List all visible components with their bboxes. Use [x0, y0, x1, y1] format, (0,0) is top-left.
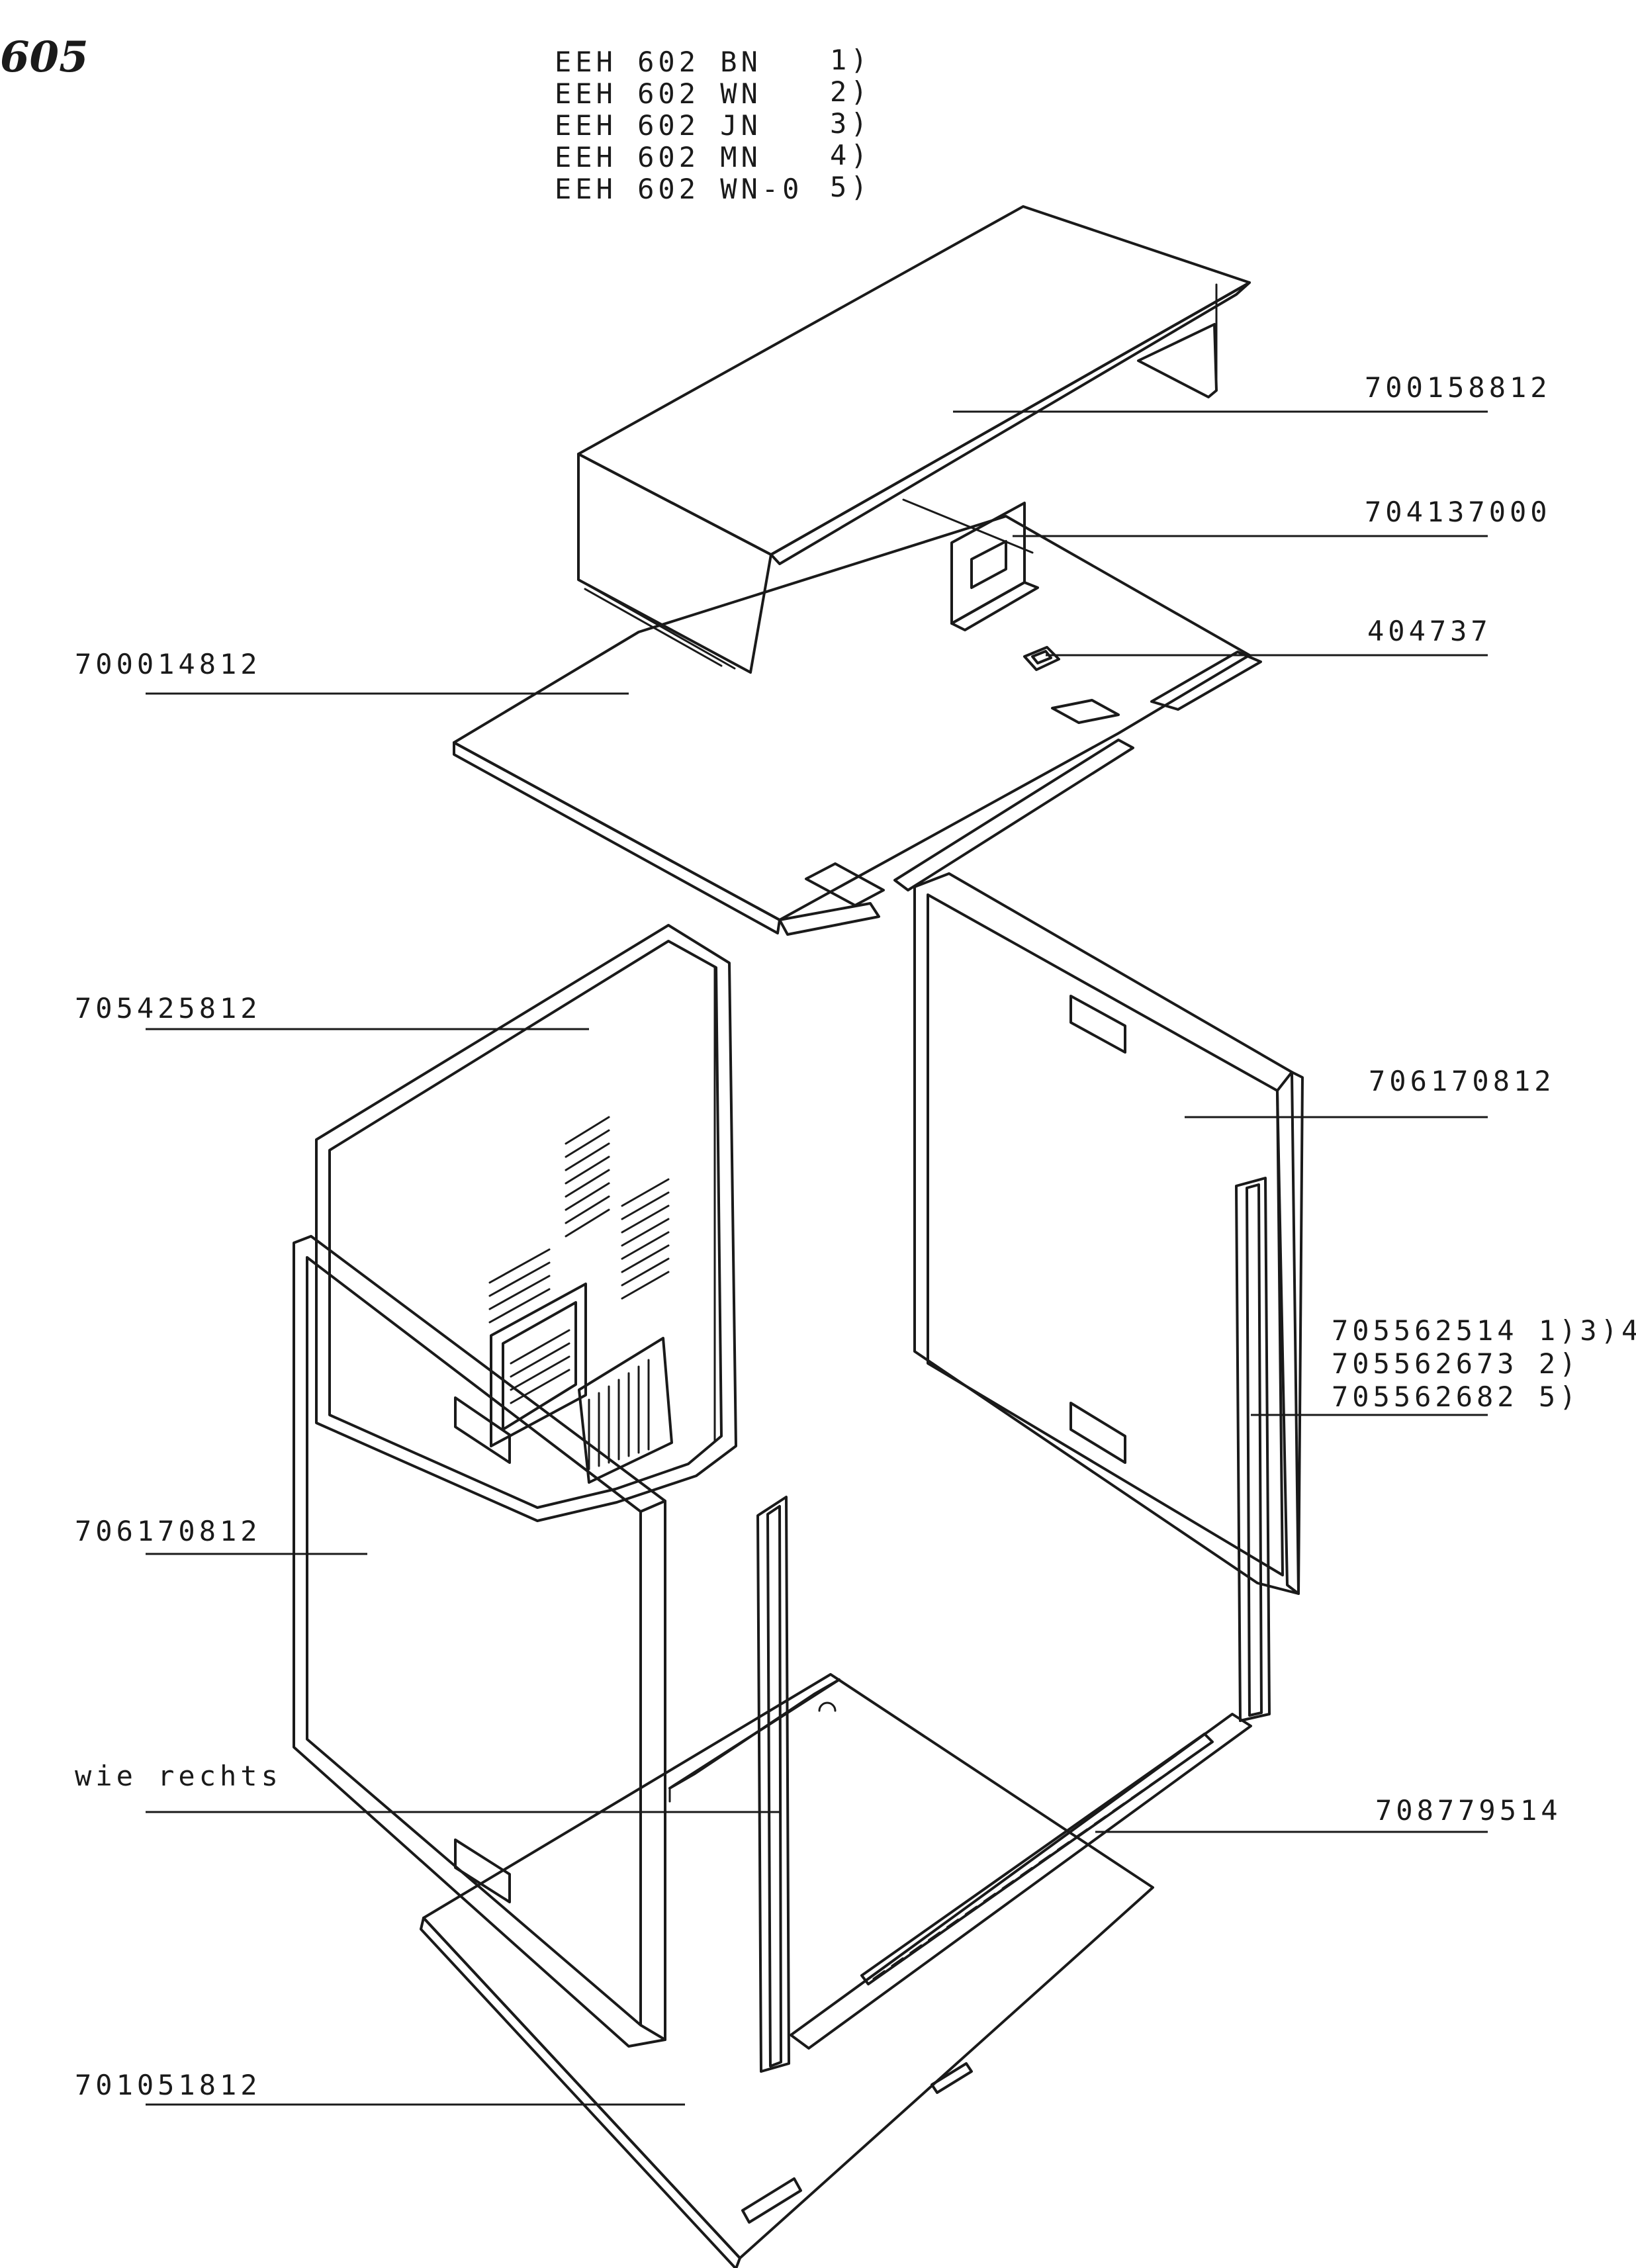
callout-label: 404737: [1367, 615, 1492, 647]
model-name: EEH 602 MN: [555, 141, 762, 173]
model-list: EEH 602 BN 1) EEH 602 WN 2) EEH 602 JN 3…: [555, 44, 872, 205]
callout-label: 708779514: [1375, 1794, 1562, 1827]
callout-top-plate: 700014812: [75, 648, 629, 695]
vent-slots: [488, 1116, 670, 1324]
callout-left-side-panel: 706170812: [75, 1515, 367, 1555]
model-ref: 1): [830, 44, 872, 76]
model-name: EEH 602 WN: [555, 77, 762, 110]
callout-clip: 404737: [1046, 615, 1492, 657]
right-side-panel-drawing: [913, 872, 1304, 1595]
callout-bracket: 704137000: [1013, 496, 1551, 537]
model-ref: 2): [830, 75, 872, 108]
model-name: EEH 602 BN: [555, 46, 762, 78]
model-name: EEH 602 JN: [555, 109, 762, 142]
bottom-rail-drawing: [790, 1713, 1252, 2050]
top-cover-drawing: [577, 205, 1251, 674]
callout-left-rail: wie rechts: [75, 1760, 780, 1813]
callout-label: 705425812: [75, 992, 261, 1024]
callout-label: 706170812: [1369, 1065, 1555, 1097]
callout-label: 705562673 2): [1332, 1347, 1580, 1380]
callout-side-rail: 705562514 1)3)4) 705562673 2) 705562682 …: [1251, 1314, 1636, 1416]
sheet-number: 605: [0, 32, 89, 82]
model-ref: 5): [830, 171, 872, 203]
callout-bottom-rail: 708779514: [1095, 1794, 1562, 1833]
back-panel-drawing: [315, 924, 737, 1522]
left-side-panel-drawing: [293, 1235, 666, 2048]
left-rail-drawing: [756, 1496, 790, 2073]
top-plate-drawing: [453, 515, 1262, 936]
callout-label: 705562514 1)3)4): [1332, 1314, 1636, 1347]
callout-label: 700158812: [1365, 371, 1551, 404]
callout-base-plate: 701051812: [75, 2069, 685, 2106]
model-ref: 4): [830, 139, 872, 171]
callout-right-side-panel: 706170812: [1185, 1065, 1555, 1118]
side-rail-drawing: [1235, 1177, 1271, 1722]
callout-label: 704137000: [1365, 496, 1551, 528]
model-ref: 3): [830, 107, 872, 140]
callout-label: 701051812: [75, 2069, 261, 2101]
callout-top-cover: 700158812: [953, 371, 1551, 413]
callout-label: 700014812: [75, 648, 261, 680]
bracket-drawing: [950, 502, 1039, 631]
base-plate-drawing: [420, 1673, 1154, 2268]
callout-back-panel: 705425812: [75, 992, 589, 1030]
callout-label: 706170812: [75, 1515, 261, 1547]
model-name: EEH 602 WN-0: [555, 173, 803, 205]
callout-label: wie rechts: [75, 1760, 282, 1792]
clip-drawing: [1023, 646, 1060, 671]
callout-label: 705562682 5): [1332, 1381, 1580, 1413]
